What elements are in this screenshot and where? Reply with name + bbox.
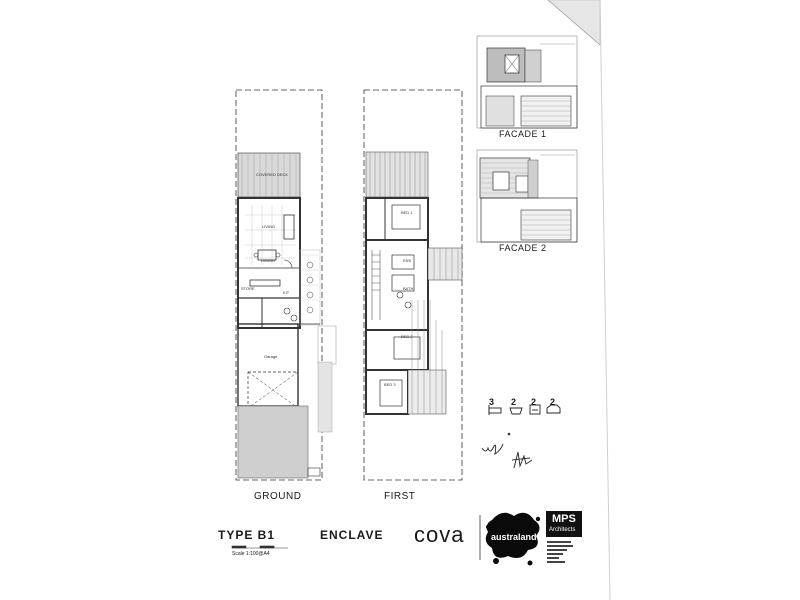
- room-label-ens: ENS: [403, 258, 412, 263]
- room-label-covered-deck: COVERED DECK: [256, 172, 288, 177]
- mps-wordmark: MPS: [552, 513, 576, 525]
- australand-logo: [485, 512, 541, 566]
- room-label-bed-3: BED 3: [384, 382, 396, 387]
- scale-bar: [231, 545, 288, 549]
- facade-2-label: FACADE 2: [499, 243, 547, 253]
- room-label-kit: KIT: [283, 290, 290, 295]
- living-icon: [529, 404, 541, 415]
- cova-logo: cova: [414, 522, 465, 547]
- australand-wordmark: australand: [491, 532, 537, 542]
- scale-note: Scale 1:100@A4: [232, 551, 270, 557]
- bath-icon: [509, 407, 523, 415]
- room-label-dining: DINING: [261, 258, 275, 263]
- room-label-bed-2: BED 2: [401, 334, 413, 339]
- mps-logo: [546, 511, 582, 537]
- signature: [481, 432, 533, 469]
- first-floor-label: FIRST: [384, 491, 416, 502]
- type-label: TYPE B1: [218, 528, 276, 542]
- facade-1-label: FACADE 1: [499, 129, 547, 139]
- cars-count: 2: [550, 397, 556, 407]
- room-label-garage: Garage: [264, 354, 278, 359]
- bed-icon: [488, 405, 502, 415]
- room-label-living: LIVING: [262, 224, 275, 229]
- enclave-label: ENCLAVE: [320, 528, 384, 542]
- living-count: 2: [531, 397, 537, 407]
- facade-1-elevation: [476, 35, 578, 129]
- baths-count: 2: [511, 397, 517, 407]
- room-label-store: STORE: [241, 286, 255, 291]
- room-label-bath: BATH: [403, 286, 413, 291]
- beds-count: 3: [489, 397, 495, 407]
- car-icon: [546, 404, 561, 414]
- ground-floor-plan: [235, 89, 337, 481]
- facade-2-elevation: [476, 149, 578, 243]
- first-floor-plan: [363, 89, 463, 481]
- mps-contact: [547, 541, 573, 563]
- ground-floor-label: GROUND: [254, 491, 302, 502]
- mps-subtitle: Architects: [549, 527, 576, 533]
- room-label-bed-1: BED 1: [401, 210, 413, 215]
